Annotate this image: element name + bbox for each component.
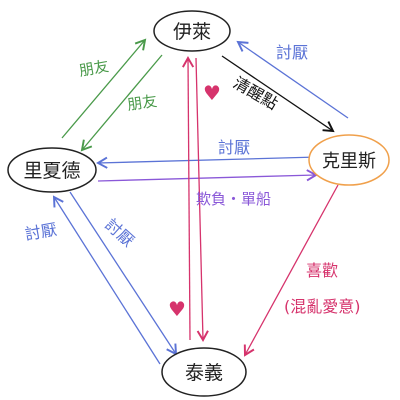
heart-ilai-taeui: ♥ [203,81,221,105]
label-chris-ilai-dislike: 討厭 [276,43,308,62]
label-chris-taeui-love: 喜歡 [306,261,338,280]
label-ricard-taeui-dislike: 討厭 [101,215,138,251]
node-ricard: 里夏德 [7,147,97,193]
edge-friends-ricard-to-ilai [61,38,147,139]
label-friends-up: 朋友 [78,57,111,80]
label-friends-down: 朋友 [126,92,158,114]
node-taeui-label: 泰義 [185,362,223,384]
label-ricard-chris-bully: 欺負・單船 [196,190,271,208]
node-ilai-label: 伊萊 [173,21,211,43]
edge-ricard-to-taeui [69,191,178,356]
edge-chris-to-ilai [236,40,349,119]
edge-friends-ilai-to-ricard [80,54,163,152]
label-chris-ricard-dislike: 討厭 [218,138,250,157]
node-chris-label: 克里斯 [322,151,376,172]
edge-ilai-to-taeui [195,57,209,342]
edge-chris-to-taeui [243,184,339,357]
heart-taeui-ilai: ♥ [168,297,186,321]
node-chris-outline [308,134,390,186]
edge-ilai-to-chris [221,55,335,133]
label-chris-taeui-love-sub: (混亂愛意) [284,297,361,316]
node-chris: 克里斯 [308,134,390,186]
edge-taeui-to-ricard [52,195,161,365]
node-taeui: 泰義 [161,347,247,397]
label-taeui-ricard-dislike: 討厭 [23,220,58,244]
edge-chris-to-ricard [96,156,319,169]
edge-ricard-to-chris [97,169,318,182]
node-ilai-outline [153,10,231,52]
node-ilai: 伊萊 [153,10,231,52]
node-ricard-label: 里夏德 [23,160,80,182]
node-ricard-outline [7,147,97,193]
node-taeui-outline [161,347,247,397]
edge-taeui-to-ilai [182,56,195,341]
